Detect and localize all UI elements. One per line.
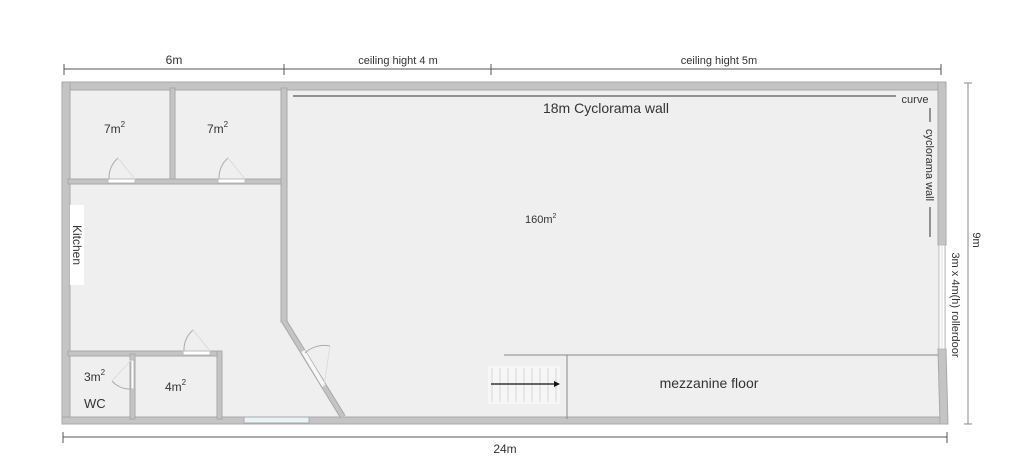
dimension-top [63,64,942,75]
dimension-right [964,82,972,425]
ceiling-height-5m-label: ceiling hight 5m [681,55,757,67]
roller-door[interactable] [938,244,946,350]
staircase [488,366,560,404]
dimension-right-label: 9m [970,232,982,247]
wc-label: WC [84,396,106,411]
door-room4[interactable] [182,329,211,356]
dimension-top-left-label: 6m [166,53,183,67]
curve-label: curve [902,94,929,106]
door-room1[interactable] [107,157,136,184]
dimension-bottom-label: 24m [493,442,516,456]
door-diagonal[interactable] [304,344,331,387]
ceiling-height-4m-label: ceiling hight 4 m [358,55,438,67]
cyclorama-side-label: cyclorama wall [923,129,935,201]
cyclorama-lines [293,95,931,237]
mezzanine-outline [504,354,938,419]
dimension-bottom [62,432,948,443]
door-wc[interactable] [111,359,135,390]
bottom-window [243,416,310,424]
rollerdoor-label: 3m x 4m(h) rollerdoor [949,252,961,357]
arrow-right-icon [554,381,560,387]
wc-area-label: 3m2 [84,368,106,384]
room2-area-label: 7m2 [207,120,229,136]
diagonal-wall [281,319,346,419]
studio-area-label: 160m2 [525,213,557,226]
room4-area-label: 4m2 [165,378,187,394]
kitchen-label-bg [70,205,84,285]
cyclorama-wall-label: 18m Cyclorama wall [543,100,669,116]
kitchen-label: Kitchen [70,225,84,265]
door-room2[interactable] [217,157,246,184]
mezzanine-label: mezzanine floor [660,375,759,391]
room1-area-label: 7m2 [104,120,126,136]
